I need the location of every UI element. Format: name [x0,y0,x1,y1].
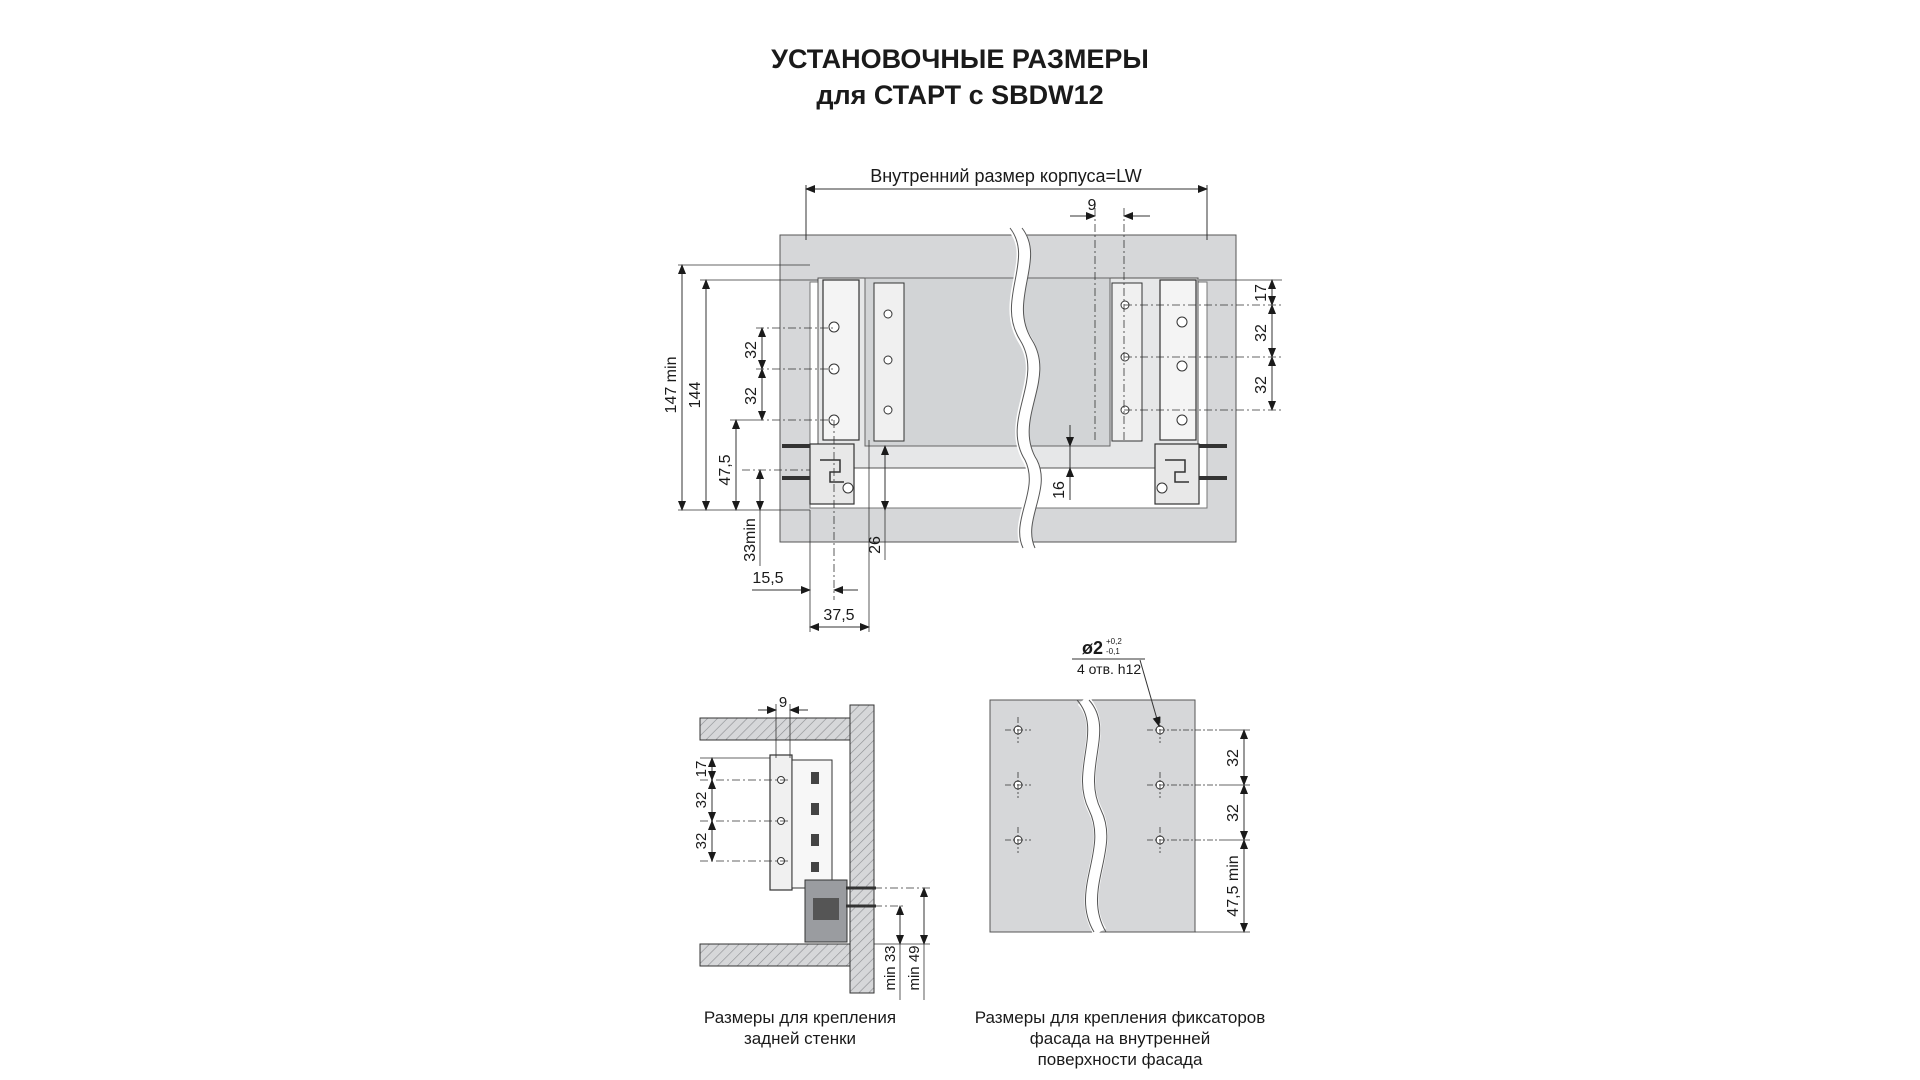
right-bracket [1111,282,1143,442]
caption-facade: Размеры для крепления фиксаторов фасада … [940,1007,1300,1070]
hole-diameter: ø2 [1082,638,1103,658]
dim-right-32-upper: 32 [1253,324,1270,342]
side-dim-min-49: min 49 [906,945,923,990]
dim-16: 16 [1051,481,1068,499]
dim-147-min: 147 min [663,357,680,414]
dim-9: 9 [1088,197,1097,214]
facade-centerlines [1005,717,1220,853]
caption-right-line-2: фасада на внутренней [1029,1029,1211,1048]
side-back-wall [849,704,875,994]
front-dim-32-lower: 32 [1225,804,1242,822]
side-screw [846,886,876,908]
caption-right-line-1: Размеры для крепления фиксаторов [974,1008,1266,1027]
front-dim-32-upper: 32 [1225,749,1242,767]
title-line-2: для СТАРТ с SBDW12 [816,80,1104,110]
top-view: Внутренний размер корпуса=LW 9 147 min 1… [663,166,1282,632]
side-dim-32-upper: 32 [693,792,710,809]
side-dim-9: 9 [779,694,787,711]
break-line [1009,223,1042,551]
dim-right-17: 17 [1253,284,1270,302]
caption-back-wall: Размеры для крепления задней стенки [670,1007,930,1049]
right-runner [1159,279,1197,441]
dim-lw-label: Внутренний размер корпуса=LW [870,166,1142,186]
side-profile-bumps [811,772,819,872]
hole-note: 4 отв. h12 [1077,661,1141,677]
caption-left-line-1: Размеры для крепления [703,1008,897,1027]
left-clip [809,443,855,505]
dim-47-5: 47,5 [717,454,734,485]
hole-tolerance-bottom: -0,1 [1106,647,1120,656]
right-clip [1154,443,1200,505]
dim-26: 26 [867,536,884,554]
side-dim-32-lower: 32 [693,833,710,850]
caption-right-line-3: поверхности фасада [1037,1050,1203,1069]
dim-33-min: 33min [742,518,759,562]
dim-15-5: 15,5 [752,570,783,587]
dim-32-upper: 32 [743,341,760,359]
side-top-shelf [699,717,851,741]
drawer-back-panel [864,277,1111,447]
hole-tolerance-top: +0,2 [1106,637,1122,646]
title-line-1: УСТАНОВОЧНЫЕ РАЗМЕРЫ [771,44,1149,74]
left-runner [822,279,860,441]
caption-left-line-2: задней стенки [743,1029,857,1048]
dim-144: 144 [687,382,704,409]
front-view: 32 32 47,5 min ø2 +0,2 -0,1 4 отв. h12 [989,637,1250,936]
right-fixing-screws [1199,444,1227,480]
left-fixing-screws [782,444,810,480]
side-bottom-shelf [699,943,851,967]
front-dim-47-5-min: 47,5 min [1225,855,1242,916]
side-view: 9 17 32 32 min 33 min 49 [693,694,930,1000]
side-dim-17: 17 [693,761,710,778]
dim-right-32-lower: 32 [1253,376,1270,394]
dim-37-5: 37,5 [823,607,854,624]
left-screws [828,309,893,426]
side-dim-min-33: min 33 [882,945,899,990]
dim-32-lower: 32 [743,387,760,405]
